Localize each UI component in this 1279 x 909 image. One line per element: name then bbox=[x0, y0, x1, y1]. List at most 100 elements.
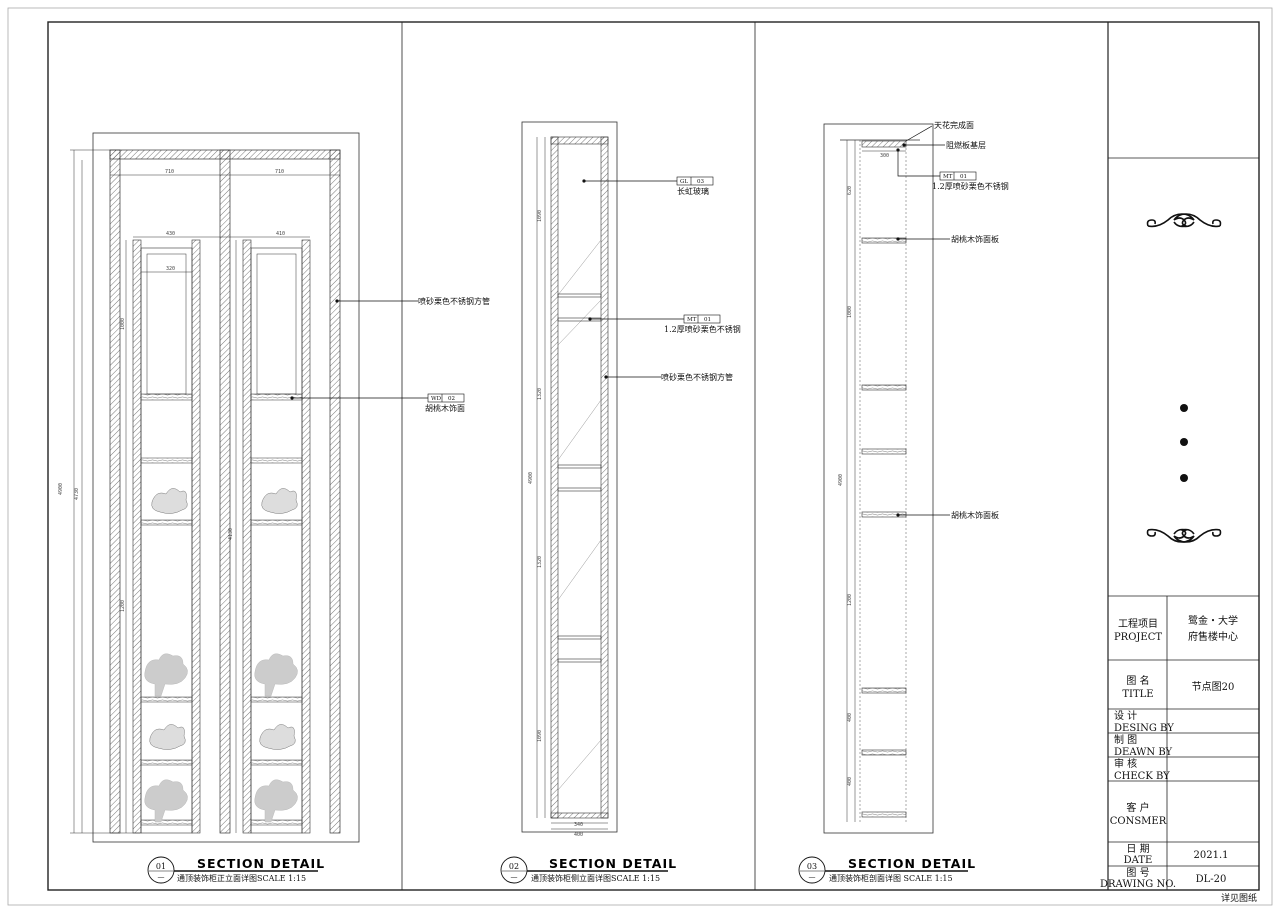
callout-text: 天花完成面 bbox=[934, 120, 974, 130]
view-01-frame bbox=[92, 132, 360, 843]
cab-b-left bbox=[242, 239, 252, 834]
view-02-callout-3: 喷砂栗色不锈钢方管 bbox=[604, 372, 733, 382]
callout-text: 胡桃木饰面 bbox=[425, 403, 465, 413]
tag-code: WD bbox=[431, 396, 442, 402]
callout-text: 长虹玻璃 bbox=[677, 186, 709, 196]
left-post bbox=[109, 149, 121, 834]
project-label-en: PROJECT bbox=[1114, 632, 1162, 643]
cab-a-right bbox=[191, 239, 201, 834]
svg-text:4900: 4900 bbox=[838, 474, 844, 486]
svg-text:400: 400 bbox=[574, 832, 583, 838]
svg-text:340: 340 bbox=[574, 822, 583, 828]
view-number-circle bbox=[147, 856, 175, 884]
project-value-2: 府售楼中心 bbox=[1188, 630, 1238, 643]
tag-num: 02 bbox=[448, 396, 455, 402]
svg-text:1200: 1200 bbox=[847, 594, 853, 606]
view-03-callout-4: 胡桃木饰面板 bbox=[896, 234, 999, 244]
sheet-outer-border bbox=[7, 7, 1273, 906]
view-number-circle bbox=[500, 856, 528, 884]
tag-num: 03 bbox=[697, 179, 704, 185]
middle-post bbox=[219, 149, 231, 834]
svg-text:4130: 4130 bbox=[228, 528, 234, 540]
drawing-no-cn: 图 号 bbox=[1126, 867, 1149, 879]
view-caption: 通顶装饰柜剖面详图 SCALE 1:15 bbox=[829, 873, 953, 883]
view-number: 03 bbox=[807, 862, 817, 871]
callout-text: 胡桃木饰面板 bbox=[951, 234, 999, 244]
date-cn: 日 期 bbox=[1126, 843, 1149, 855]
callout-text: 喷砂栗色不锈钢方管 bbox=[661, 372, 733, 382]
right-post bbox=[329, 149, 341, 834]
tag-code: GL bbox=[680, 179, 688, 185]
drawing-no-en: DRAWING NO. bbox=[1100, 879, 1176, 890]
svg-text:1320: 1320 bbox=[537, 388, 543, 400]
view-heading: SECTION DETAIL bbox=[848, 856, 976, 871]
cab-a-upper-panel bbox=[146, 253, 187, 395]
scroll-ornament-bottom-icon bbox=[1146, 528, 1222, 543]
drawing-no-value: DL-20 bbox=[1196, 874, 1227, 885]
project-label-cn: 工程项目 bbox=[1118, 618, 1158, 630]
title-block bbox=[1108, 157, 1259, 890]
svg-text:1320: 1320 bbox=[537, 556, 543, 568]
view-01-callout-2: WD 02 胡桃木饰面 bbox=[290, 393, 465, 413]
svg-text:4900: 4900 bbox=[58, 483, 64, 495]
drawn-cn: 制 图 bbox=[1114, 733, 1137, 746]
view-02-callout-1: GL 03 长虹玻璃 bbox=[582, 176, 714, 196]
svg-text:710: 710 bbox=[165, 169, 174, 175]
svg-text:1090: 1090 bbox=[537, 730, 543, 742]
footer-note: 详见图纸 bbox=[1221, 892, 1257, 904]
view-03-callout-3: MT 01 1.2厚喷砂栗色不锈钢 bbox=[896, 148, 1009, 191]
view-heading: SECTION DETAIL bbox=[197, 856, 325, 871]
title-label-en: TITLE bbox=[1122, 689, 1153, 700]
top-beam bbox=[109, 149, 341, 160]
client-cn: 客 户 bbox=[1126, 801, 1149, 814]
svg-text:710: 710 bbox=[275, 169, 284, 175]
title-label-cn: 图 名 bbox=[1126, 674, 1149, 687]
callout-text: 1.2厚喷砂栗色不锈钢 bbox=[932, 181, 1009, 191]
cab-b-right bbox=[301, 239, 311, 834]
view-number: 01 bbox=[156, 862, 166, 871]
view-03-callout-1: 天花完成面 bbox=[905, 120, 974, 142]
callout-text: 阻燃板基层 bbox=[946, 140, 986, 150]
view-sub: — bbox=[158, 873, 165, 881]
cab-a-body bbox=[140, 247, 193, 834]
svg-text:1090: 1090 bbox=[537, 210, 543, 222]
svg-text:400: 400 bbox=[847, 713, 853, 722]
decor-objects bbox=[144, 488, 298, 823]
cab-b-upper-panel bbox=[256, 253, 297, 395]
svg-text:430: 430 bbox=[166, 231, 175, 237]
section-shelves bbox=[861, 237, 907, 818]
date-en: DATE bbox=[1124, 855, 1153, 866]
dot-icons bbox=[1180, 404, 1188, 482]
view-caption: 通顶装饰柜正立面详图SCALE 1:15 bbox=[177, 873, 306, 883]
side-top bbox=[550, 136, 609, 145]
view-title-03: 03 — SECTION DETAIL 通顶装饰柜剖面详图 SCALE 1:15 bbox=[798, 856, 976, 884]
view-02-dimensions bbox=[536, 137, 608, 830]
callout-text: 喷砂栗色不锈钢方管 bbox=[418, 296, 490, 306]
view-03-dim-text: 620 1000 4900 1200 400 400 300 bbox=[838, 153, 889, 786]
top-base-board bbox=[861, 140, 907, 148]
client-en: CONSMER bbox=[1110, 816, 1167, 827]
tag-code: MT bbox=[943, 174, 953, 180]
svg-text:620: 620 bbox=[847, 186, 853, 195]
callout-text: 胡桃木饰面板 bbox=[951, 510, 999, 520]
view-01-shelves bbox=[140, 393, 303, 826]
side-shelves bbox=[557, 293, 602, 663]
side-bottom bbox=[550, 812, 609, 819]
sheet-inner-border bbox=[47, 21, 1260, 891]
callout-text: 1.2厚喷砂栗色不锈钢 bbox=[664, 324, 741, 334]
view-title-02: 02 — SECTION DETAIL 通顶装饰柜侧立面详图SCALE 1:15 bbox=[500, 856, 676, 884]
project-value-1: 鹭金・大学 bbox=[1188, 614, 1238, 627]
view-number-circle bbox=[798, 856, 826, 884]
drawn-en: DEAWN BY bbox=[1114, 747, 1173, 758]
svg-text:300: 300 bbox=[880, 153, 889, 159]
tag-num: 01 bbox=[704, 317, 711, 323]
design-cn: 设 计 bbox=[1114, 709, 1137, 722]
svg-text:1000: 1000 bbox=[120, 318, 126, 330]
glass-pattern bbox=[557, 239, 602, 791]
svg-text:320: 320 bbox=[166, 266, 175, 272]
title-value: 节点图20 bbox=[1192, 681, 1235, 693]
cab-a-left bbox=[132, 239, 142, 834]
view-03-frame bbox=[823, 123, 934, 834]
view-01-front-elevation: 4900 4730 710 710 430 410 320 1000 1200 … bbox=[58, 132, 490, 843]
